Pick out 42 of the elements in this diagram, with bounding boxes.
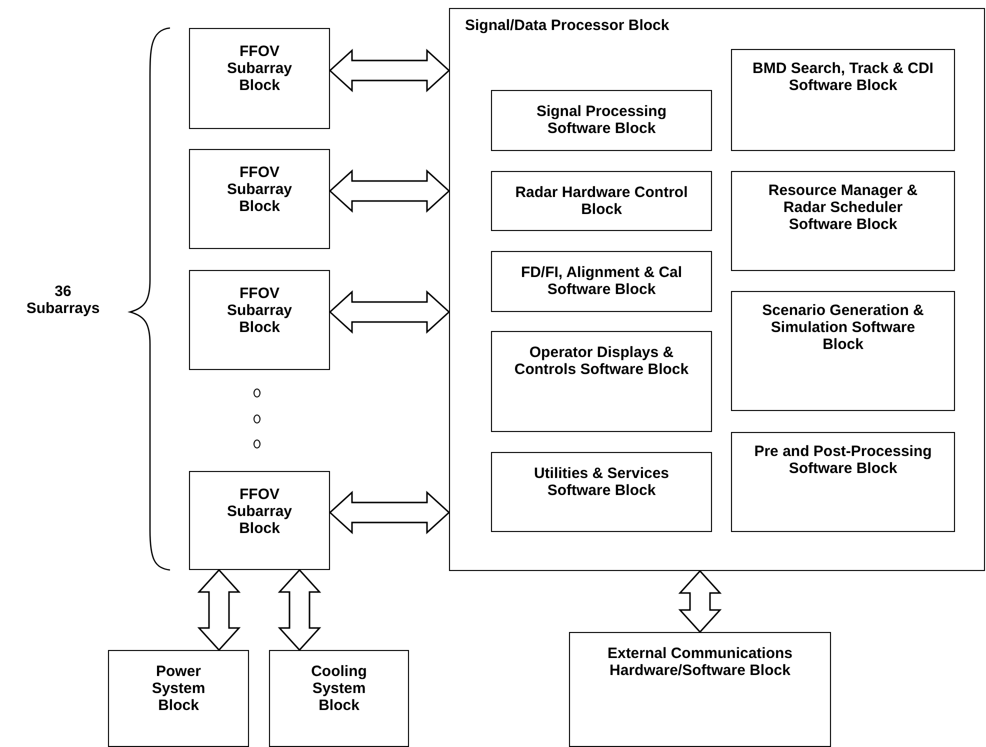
block-label: Power System Block [150,663,206,714]
block-label: Resource Manager & Radar Scheduler Software Block [767,182,919,233]
group-label: 36 Subarrays [25,283,101,317]
software-box [731,432,955,532]
software-box [491,331,712,432]
subarray-box [189,149,330,249]
double-block-arrow [328,290,450,334]
block-label: External Communications Hardware/Software Block [606,645,794,679]
software-box [491,452,712,532]
double-block-arrow [328,490,450,534]
block-label: FFOV Subarray Block [226,486,294,537]
subarray-box [189,28,330,129]
double-block-arrow [328,48,450,92]
subarray-box [189,471,330,570]
block-label: Utilities & Services Software Block [532,465,670,499]
software-box [491,251,712,312]
block-label: Cooling System Block [310,663,368,714]
software-box [731,291,955,411]
double-block-arrow [197,568,241,652]
double-block-arrow [678,570,722,634]
software-box [731,49,955,151]
block-label: Signal Processing Software Block [535,103,668,137]
block-label: BMD Search, Track & CDI Software Block [752,60,934,94]
block-label: Operator Displays & Controls Software Block [513,344,690,378]
software-box [731,171,955,271]
double-block-arrow [328,169,450,213]
block-label: FD/FI, Alignment & Cal Software Block [520,264,684,298]
block-label: FFOV Subarray Block [226,164,294,215]
subarray-box [189,270,330,370]
block-label: Pre and Post-Processing Software Block [753,443,933,477]
processor-block [449,8,985,571]
system-box [569,632,831,747]
block-label: FFOV Subarray Block [226,43,294,94]
block-heading: Signal/Data Processor Block [465,17,670,34]
block-label: Radar Hardware Control Block [514,184,689,218]
double-block-arrow [278,568,322,652]
software-box [491,171,712,231]
block-label: Scenario Generation & Simulation Software Block [761,302,925,353]
system-box [269,650,409,747]
software-box [491,90,712,151]
block-label: FFOV Subarray Block [226,285,294,336]
system-box [108,650,249,747]
